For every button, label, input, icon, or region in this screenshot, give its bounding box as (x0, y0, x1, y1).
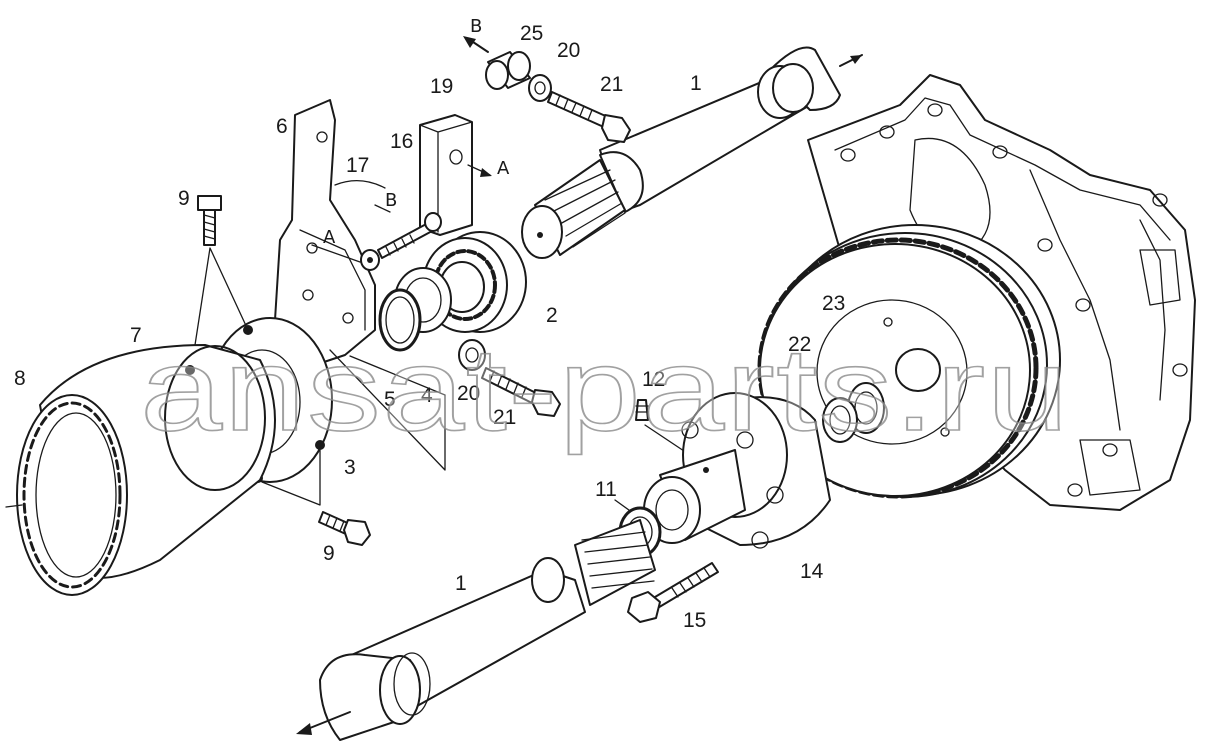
callout-17: 17 (346, 154, 369, 177)
view-label-a-right: A (497, 158, 510, 179)
callout-4: 4 (421, 384, 433, 407)
drive-shaft-lower (296, 519, 656, 741)
sleeve-25 (485, 51, 531, 90)
view-label-b-left: B (385, 190, 397, 211)
bolt-21-mid (481, 367, 561, 417)
callout-5: 5 (384, 388, 396, 411)
view-label-b-top: B (470, 16, 482, 37)
bracket-6 (274, 99, 376, 371)
washer-17 (360, 249, 380, 271)
callout-21-mid: 21 (493, 406, 516, 429)
bolt-21-top (547, 91, 631, 143)
snap-ring-5 (378, 288, 422, 352)
callout-15: 15 (683, 609, 706, 632)
watermark-text: ansat-parts.ru (140, 324, 1070, 456)
hose-clamp-8 (5, 394, 128, 596)
callout-11: 11 (595, 478, 617, 501)
view-label-a-left: A (323, 227, 336, 248)
callout-8: 8 (14, 367, 26, 390)
callout-20-top: 20 (557, 39, 580, 62)
callout-7: 7 (130, 324, 142, 347)
callout-3: 3 (344, 456, 356, 479)
callout-1-bottom: 1 (455, 572, 467, 595)
callout-9-bottom: 9 (323, 542, 335, 565)
washer-20-mid (458, 339, 486, 371)
callout-1-top: 1 (690, 72, 702, 95)
view-arrows (311, 36, 489, 263)
callout-20-mid: 20 (457, 382, 480, 405)
callout-22: 22 (788, 333, 811, 356)
bolt-9-bottom (318, 511, 371, 546)
callout-9-top: 9 (178, 187, 190, 210)
bolt-15 (627, 562, 719, 623)
washer-20-top (528, 74, 552, 102)
callout-14: 14 (800, 560, 824, 583)
callout-21-top: 21 (600, 73, 623, 96)
callout-labels: 1 1 2 3 4 5 6 7 8 9 9 11 12 14 15 16 17 … (14, 16, 845, 632)
callout-19: 19 (430, 75, 453, 98)
callout-23: 23 (822, 292, 845, 315)
callout-6: 6 (276, 115, 288, 138)
callout-25: 25 (520, 22, 543, 45)
bolt-9-top (197, 195, 222, 246)
callout-12: 12 (642, 368, 665, 391)
drive-shaft-upper (521, 46, 863, 259)
grease-nipple-12 (635, 399, 649, 421)
callout-2: 2 (546, 304, 558, 327)
bolt-16 (377, 212, 442, 259)
coupling-flange-14 (643, 392, 831, 549)
callout-16: 16 (390, 130, 413, 153)
seal-ring-22 (822, 397, 858, 443)
